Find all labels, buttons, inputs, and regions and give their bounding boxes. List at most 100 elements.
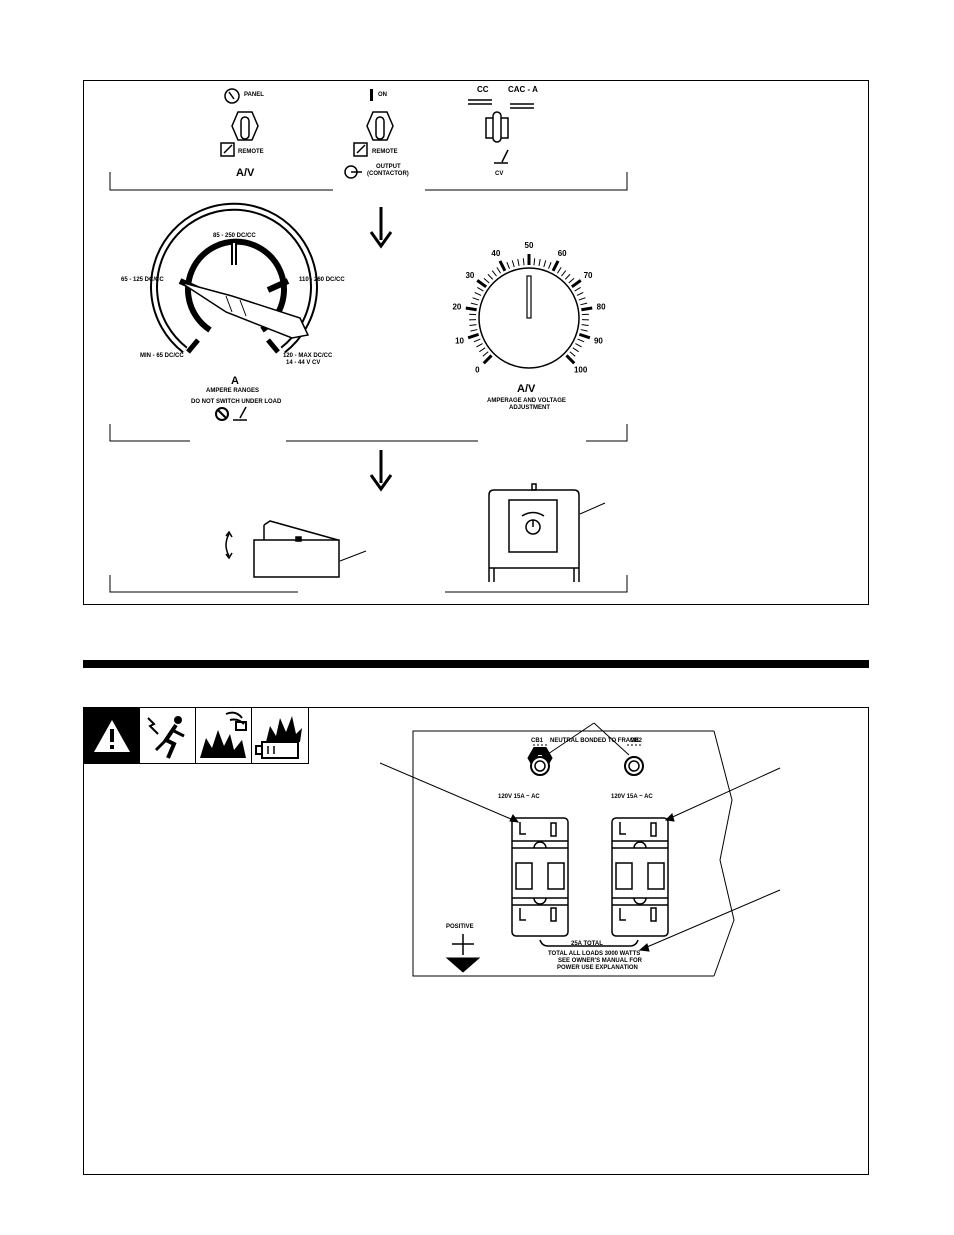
total-note-3: POWER USE EXPLANATION <box>557 965 638 971</box>
dial-tick <box>476 279 488 289</box>
contactor-remote-label: REMOTE <box>372 149 398 155</box>
dial-tick <box>577 338 585 343</box>
rating-right: 120V 15A ~ AC <box>611 794 653 800</box>
rating-left: 120V 15A ~ AC <box>498 794 540 800</box>
dial-scale-label: 60 <box>558 249 567 258</box>
dial-tick <box>533 258 536 266</box>
dial-tick <box>470 302 478 306</box>
dial-tick <box>551 260 560 272</box>
dial-tick <box>467 332 480 340</box>
down-arrow-icon <box>369 450 393 492</box>
total-note-1: TOTAL ALL LOADS 3000 WATTS <box>548 951 640 957</box>
dial-tick <box>472 297 480 301</box>
dial-tick <box>496 267 502 274</box>
receptacle-figure-frame <box>83 707 869 1175</box>
dial-tick <box>465 306 477 312</box>
positive-label: POSITIVE <box>446 924 474 930</box>
process-selector-switch[interactable] <box>468 99 534 164</box>
dial-caption: A/V <box>517 383 536 395</box>
dial-tick <box>473 338 481 343</box>
remote-hand-control-illustration <box>488 483 606 582</box>
cb2-label: CB2 <box>630 738 643 744</box>
dial-tick <box>487 273 494 280</box>
dial-scale-label: 70 <box>584 271 593 280</box>
no-switch-warning: DO NOT SWITCH UNDER LOAD <box>191 399 282 405</box>
dial-tick <box>506 262 510 269</box>
on-label: ON <box>378 92 387 98</box>
dial-scale-label: 10 <box>455 337 464 346</box>
warning-no-switch-icon <box>215 406 247 421</box>
ampere-marker: A <box>231 375 239 387</box>
range-label-min-65: MIN - 65 DC/CC <box>140 353 184 359</box>
dial-scale-label: 80 <box>597 303 606 312</box>
section-divider <box>83 660 869 668</box>
dial-tick <box>538 258 541 267</box>
range-label-cv: 14 - 44 V CV <box>286 360 320 366</box>
panel-label: PANEL <box>244 92 264 98</box>
dial-sublabel-2: ADJUSTMENT <box>509 405 550 411</box>
dial-tick <box>570 279 582 289</box>
explosion-icon <box>195 708 251 763</box>
dial-tick <box>470 329 478 332</box>
dial-tick <box>517 258 520 267</box>
dial-scale-label: 50 <box>525 241 534 250</box>
cv-label: CV <box>495 171 503 177</box>
cac-label: CAC - A <box>508 85 538 94</box>
dial-tick <box>491 270 497 277</box>
dial-tick <box>477 287 484 292</box>
dial-tick <box>469 324 477 327</box>
dial-scale-label: 100 <box>574 366 588 375</box>
dial-tick <box>565 354 576 365</box>
dial-sublabel-1: AMPERAGE AND VOLTAGE <box>487 398 566 404</box>
dial-tick <box>581 324 589 327</box>
av-control-switch[interactable] <box>220 88 259 157</box>
dial-scale-label: 90 <box>594 337 603 346</box>
dial-tick <box>482 351 489 357</box>
dial-tick <box>511 260 515 268</box>
down-arrow-icon <box>369 207 393 249</box>
dial-scale-label: 0 <box>475 366 480 375</box>
dial-scale-label: 30 <box>465 271 474 280</box>
range-label-120-max: 120 - MAX DC/CC <box>283 353 333 359</box>
dial-scale-label: 40 <box>491 249 500 258</box>
dial-tick <box>581 306 593 312</box>
electric-shock-icon <box>139 708 195 763</box>
dial-pointer <box>526 275 532 319</box>
amperage-voltage-dial[interactable]: 0 10 20 30 40 50 60 70 80 90 100 <box>452 241 606 375</box>
dial-tick <box>578 332 591 340</box>
total-label: 25A TOTAL <box>571 941 603 947</box>
receptacle-right[interactable] <box>611 817 669 937</box>
cb1-label: CB1 <box>531 738 544 744</box>
dial-tick <box>580 302 588 306</box>
dial-tick <box>576 292 584 296</box>
circuit-breaker-cb2[interactable] <box>624 756 644 776</box>
ampere-range-selector[interactable] <box>150 202 318 354</box>
dial-tick <box>543 260 547 268</box>
contactor-label: (CONTACTOR) <box>367 171 409 177</box>
range-label-65-125: 65 - 125 DC/CC <box>121 277 164 283</box>
contactor-control-switch[interactable] <box>344 89 394 179</box>
fire-hazard-icon <box>251 708 308 763</box>
dial-tick <box>482 354 493 365</box>
dial-tick <box>574 287 581 292</box>
controls-figure-frame <box>83 80 869 605</box>
av-switch-caption: A/V <box>236 167 255 179</box>
dial-tick <box>556 267 562 274</box>
foot-control-illustration <box>225 520 367 578</box>
av-remote-label: REMOTE <box>238 149 264 155</box>
receptacle-left[interactable] <box>511 817 569 937</box>
dial-tick <box>474 292 482 296</box>
circuit-breaker-cb1[interactable] <box>527 747 553 776</box>
warning-icon-strip <box>83 707 309 764</box>
dial-tick <box>479 347 486 353</box>
dial-tick <box>580 329 588 332</box>
output-label: OUTPUT <box>376 164 401 170</box>
range-label-85-250: 85 - 250 DC/CC <box>213 233 256 239</box>
range-label-110-260: 110 - 260 DC/CC <box>299 277 345 283</box>
dial-tick <box>548 262 552 269</box>
dial-tick <box>569 351 576 357</box>
dial-scale-label: 20 <box>452 303 461 312</box>
dial-tick <box>568 277 575 284</box>
